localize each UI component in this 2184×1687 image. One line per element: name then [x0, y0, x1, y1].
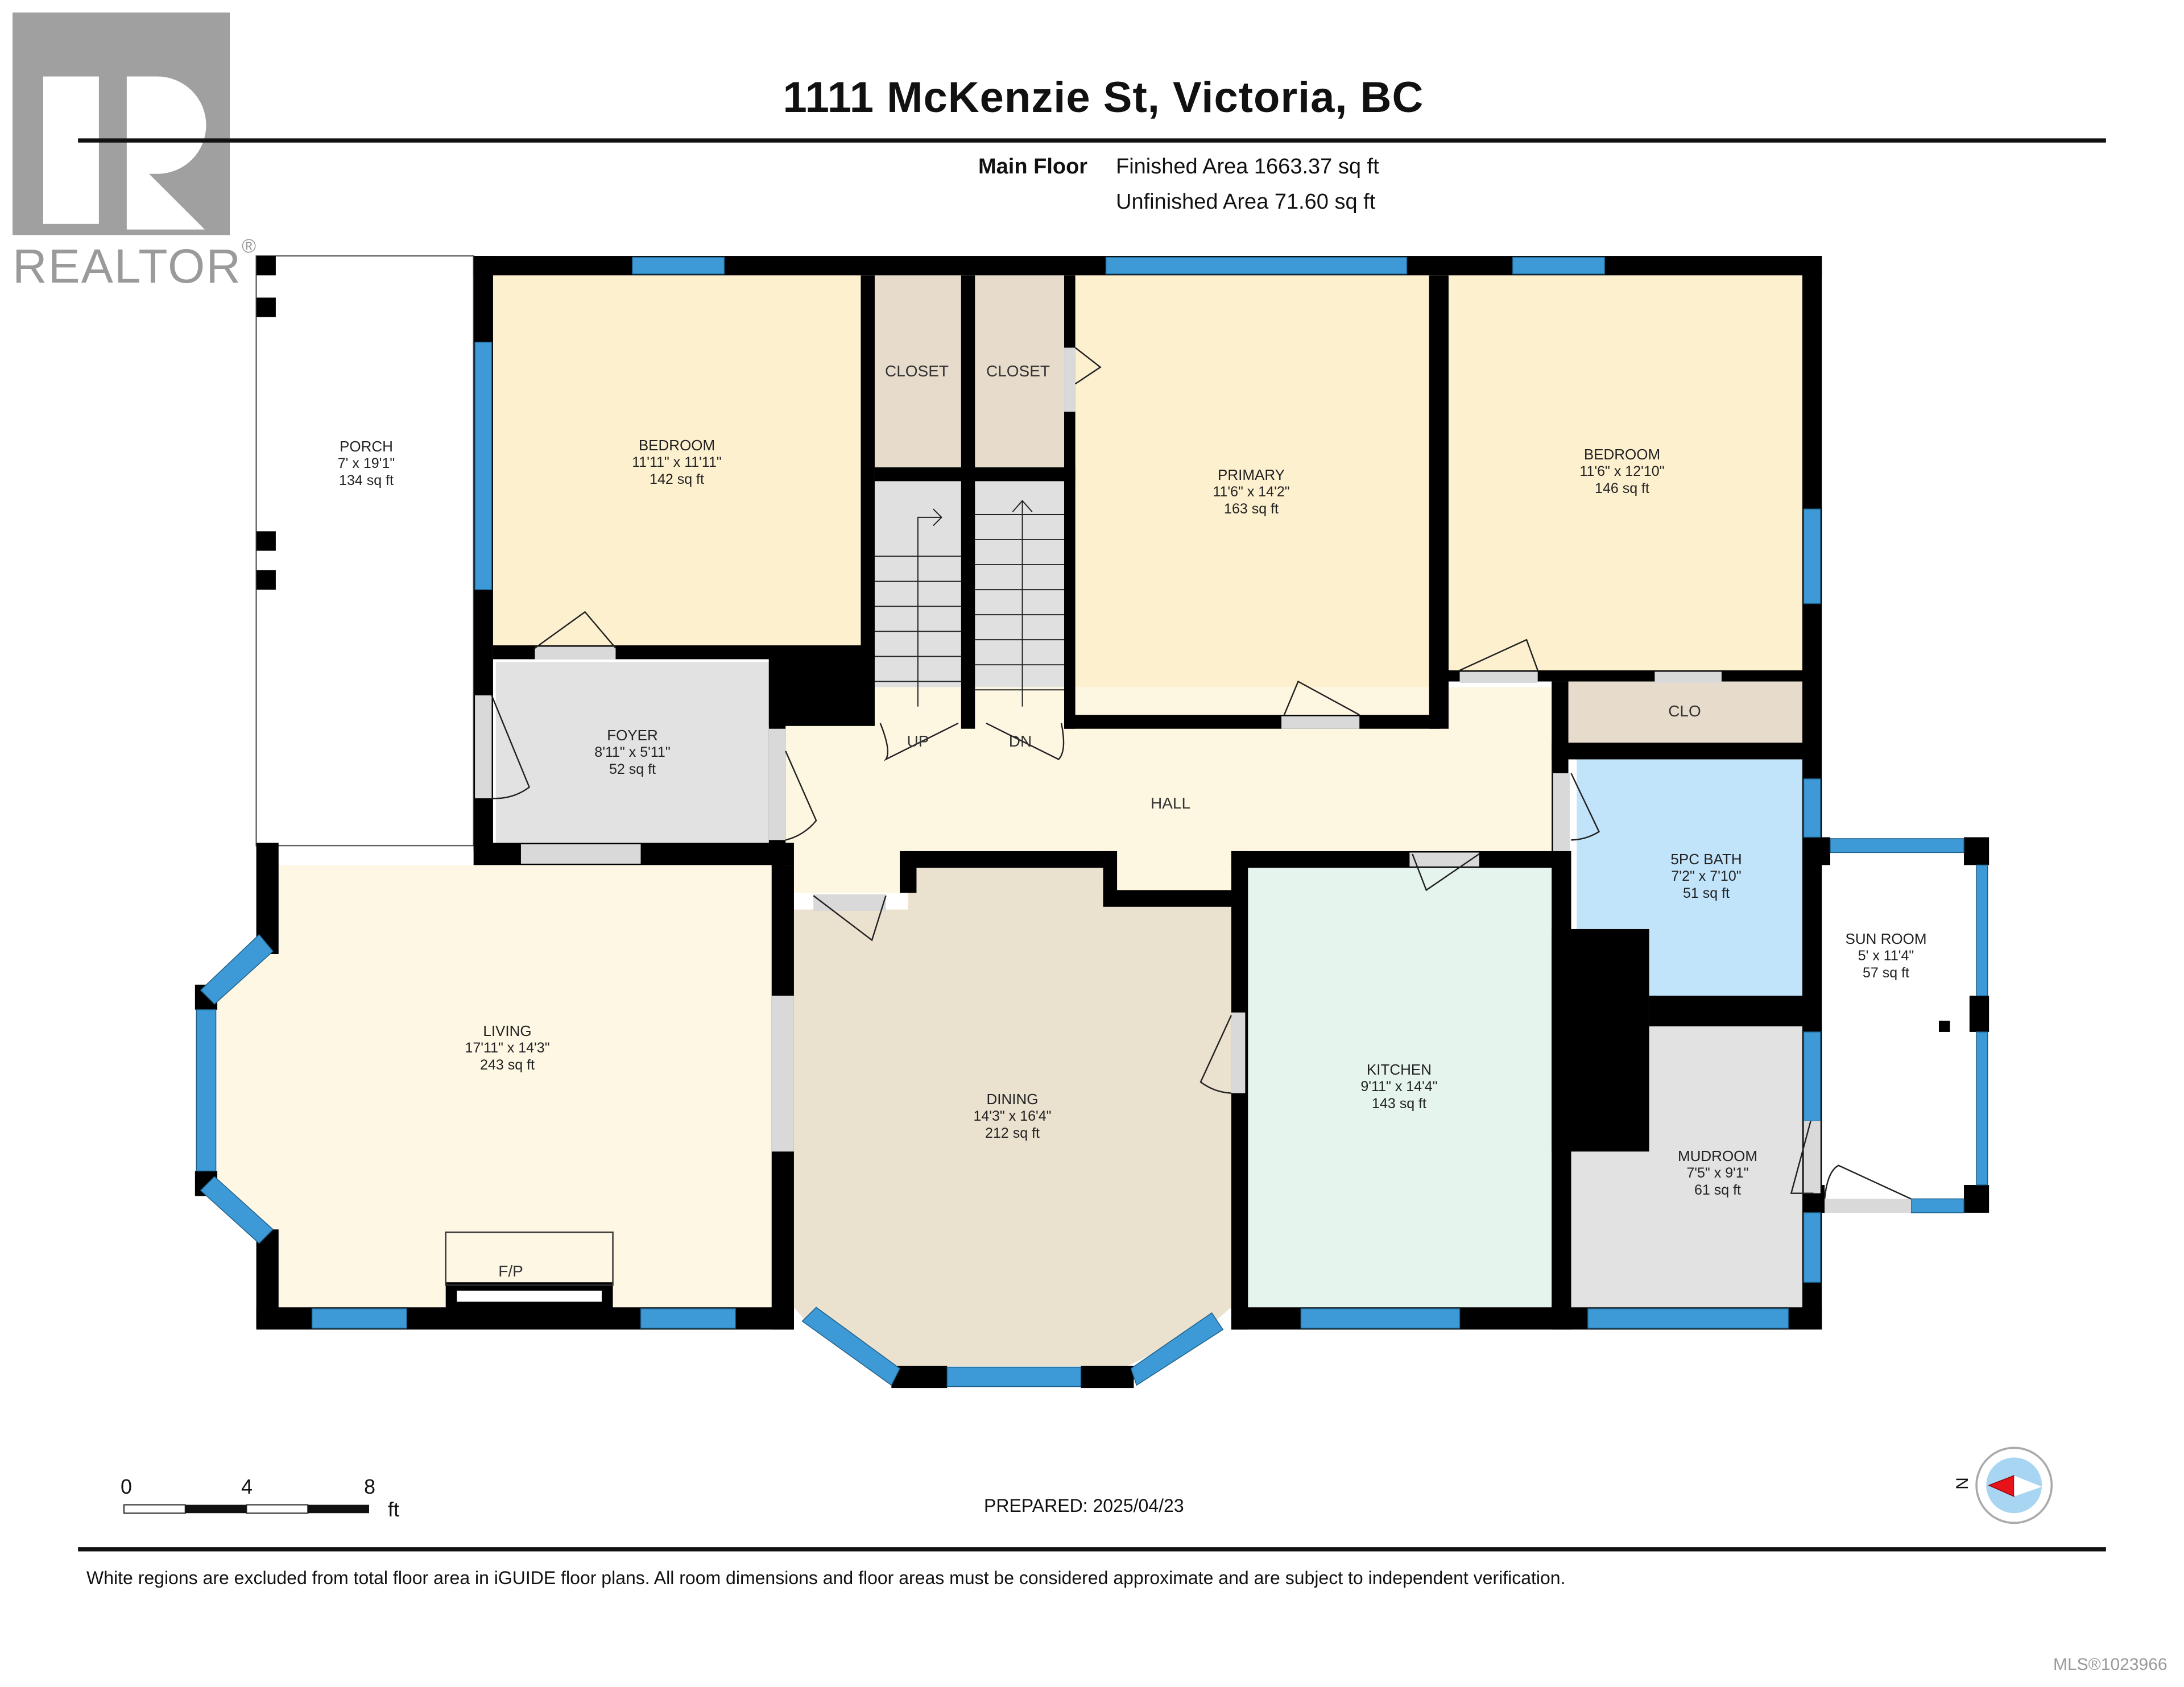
realtor-logo-icon — [13, 13, 230, 235]
realtor-wordmark: REALTOR® — [13, 235, 257, 294]
room-name: BEDROOM — [1583, 446, 1661, 463]
room-name: BEDROOM — [638, 437, 715, 454]
room-foyer: FOYER 8'11" x 5'11" 52 sq ft — [594, 727, 670, 778]
clo-label: CLO — [1668, 702, 1701, 720]
room-bedroom-2: BEDROOM 11'6" x 12'10" 146 sq ft — [1579, 446, 1664, 497]
room-bedroom-1: BEDROOM 11'11" x 11'11" 142 sq ft — [632, 437, 722, 488]
room-area: 142 sq ft — [650, 471, 704, 487]
room-area: 143 sq ft — [1372, 1096, 1426, 1112]
room-dimensions: 11'6" x 12'10" — [1579, 463, 1665, 479]
room-name: FOYER — [607, 727, 658, 744]
room-dimensions: 7'2" x 7'10" — [1671, 868, 1742, 884]
room-area: 134 sq ft — [339, 472, 394, 488]
room-porch: PORCH 7' x 19'1" 134 sq ft — [338, 438, 395, 489]
scale-tick-0: 0 — [121, 1475, 133, 1498]
room-area: 212 sq ft — [985, 1125, 1040, 1141]
scale-tick-8: 8 — [364, 1475, 376, 1498]
room-mudroom: MUDROOM 7'5" x 9'1" 61 sq ft — [1678, 1147, 1757, 1199]
room-dimensions: 8'11" x 5'11" — [594, 744, 671, 760]
room-dimensions: 17'11" x 14'3" — [465, 1040, 550, 1056]
hall-label: HALL — [1150, 794, 1191, 812]
room-dimensions: 11'11" x 11'11" — [632, 454, 722, 470]
room-dimensions: 5' x 11'4" — [1858, 948, 1914, 964]
room-name: MUDROOM — [1677, 1147, 1758, 1164]
realtor-text: REALTOR — [13, 239, 242, 293]
fireplace-label: F/P — [498, 1262, 523, 1280]
room-name: PRIMARY — [1217, 466, 1285, 483]
door-openings — [475, 347, 1911, 1213]
room-name: LIVING — [483, 1022, 532, 1039]
prepared-date: PREPARED: 2025/04/23 — [984, 1495, 1184, 1516]
closet-label-2: CLOSET — [986, 362, 1050, 380]
stairs — [874, 500, 1065, 707]
scale-bar — [123, 1504, 369, 1514]
room-area: 51 sq ft — [1683, 885, 1730, 901]
room-area: 243 sq ft — [480, 1057, 535, 1073]
room-name: DINING — [986, 1091, 1039, 1108]
page-title: 1111 McKenzie St, Victoria, BC — [0, 73, 2184, 122]
scale-tick-4: 4 — [241, 1475, 253, 1498]
room-dimensions: 7'5" x 9'1" — [1686, 1165, 1749, 1181]
stairs-down-label: DN — [1008, 732, 1032, 750]
room-area: 52 sq ft — [609, 761, 656, 777]
disclaimer-text: White regions are excluded from total fl… — [86, 1568, 1566, 1588]
room-name: KITCHEN — [1366, 1061, 1432, 1078]
fireplace-opening — [457, 1290, 602, 1302]
compass-north-label: N — [1953, 1477, 1972, 1490]
room-primary: PRIMARY 11'6" x 14'2" 163 sq ft — [1213, 466, 1289, 517]
fireplace-hearth — [445, 1231, 614, 1286]
scale-unit: ft — [388, 1498, 400, 1521]
mls-number: MLS®1023966 — [2053, 1655, 2168, 1674]
room-area: 163 sq ft — [1224, 501, 1279, 517]
stairs-up-label: UP — [907, 732, 929, 750]
room-area: 61 sq ft — [1694, 1182, 1741, 1198]
room-kitchen: KITCHEN 9'11" x 14'4" 143 sq ft — [1360, 1061, 1437, 1112]
room-area: 146 sq ft — [1595, 480, 1649, 496]
room-name: SUN ROOM — [1845, 930, 1927, 947]
room-5pc-bath: 5PC BATH 7'2" x 7'10" 51 sq ft — [1670, 851, 1742, 902]
room-area: 57 sq ft — [1863, 965, 1909, 981]
room-living: LIVING 17'11" x 14'3" 243 sq ft — [465, 1022, 549, 1073]
room-name: 5PC BATH — [1670, 851, 1742, 868]
room-dimensions: 11'6" x 14'2" — [1213, 484, 1290, 500]
room-dimensions: 9'11" x 14'4" — [1360, 1079, 1438, 1095]
floor-name: Main Floor — [978, 155, 1088, 179]
closet-label-1: CLOSET — [884, 362, 949, 380]
room-dining: DINING 14'3" x 16'4" 212 sq ft — [973, 1091, 1051, 1142]
room-name: PORCH — [340, 438, 393, 455]
finished-area: Finished Area 1663.37 sq ft — [1116, 155, 1379, 179]
registered-mark: ® — [242, 235, 258, 257]
room-sun-room: SUN ROOM 5' x 11'4" 57 sq ft — [1846, 930, 1927, 981]
room-dimensions: 14'3" x 16'4" — [973, 1108, 1052, 1124]
compass-icon — [1975, 1446, 2053, 1524]
door-swings — [491, 347, 1912, 1200]
unfinished-area: Unfinished Area 71.60 sq ft — [1116, 190, 1376, 214]
room-dimensions: 7' x 19'1" — [337, 455, 395, 471]
address-title: 1111 McKenzie St, Victoria, BC — [783, 73, 1424, 122]
windows — [196, 256, 1988, 1387]
